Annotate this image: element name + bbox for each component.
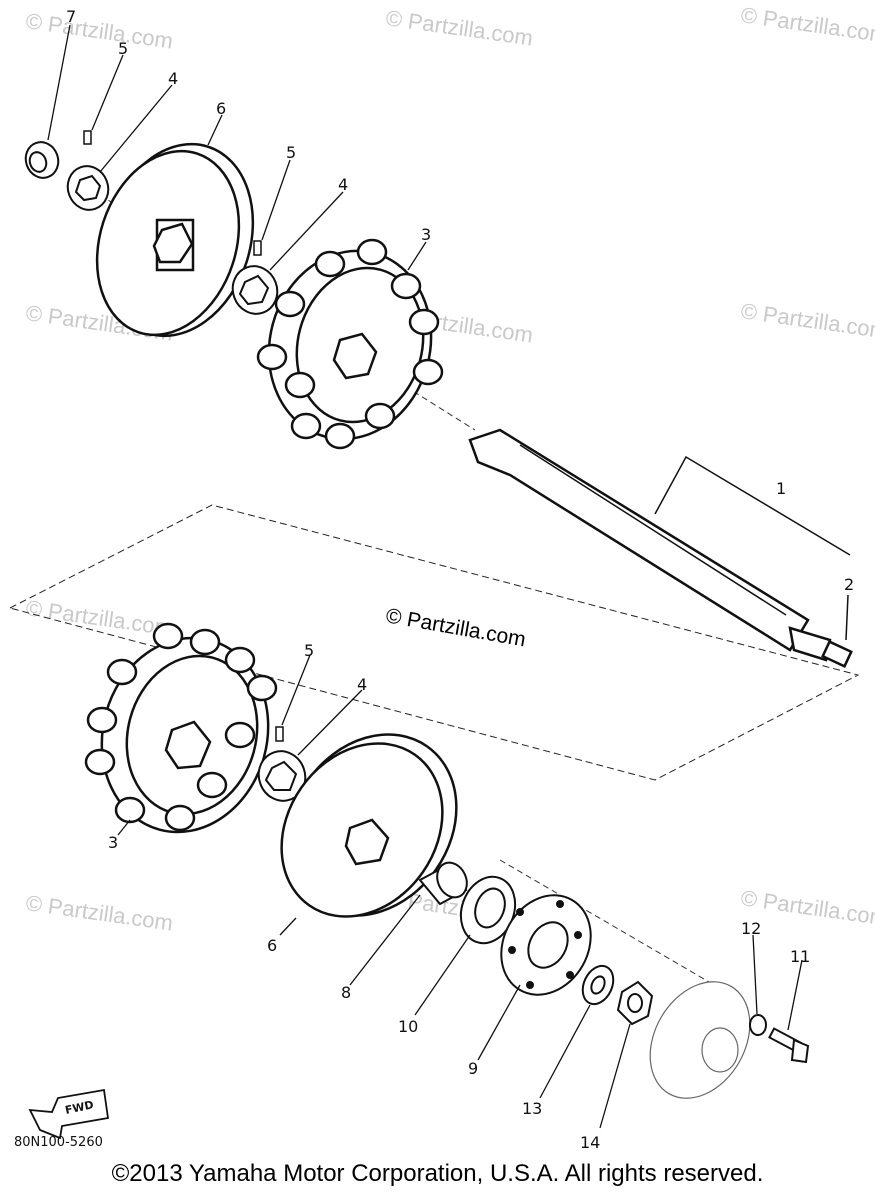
callout-5: 5 <box>286 143 296 162</box>
watermark: © Partzilla.com <box>739 298 875 343</box>
callout-14: 14 <box>580 1133 600 1152</box>
leader-lines <box>47 24 803 1129</box>
watermark: © Partzilla.com <box>739 2 875 47</box>
collar-4-mid <box>231 265 279 315</box>
collar-4-bottom <box>257 750 307 802</box>
hub-plate <box>649 981 751 1099</box>
callout-11: 11 <box>790 947 810 966</box>
bearing-10 <box>459 875 517 945</box>
watermark: © Partzilla.com <box>24 890 174 935</box>
washer-12 <box>749 1014 767 1036</box>
bracket-1 <box>654 455 851 556</box>
sprocket-3-top <box>256 238 444 450</box>
callouts: 7 5 4 6 5 4 3 1 2 5 4 3 6 8 10 9 13 14 1… <box>66 7 854 1152</box>
sprocket-3-bottom <box>84 622 278 834</box>
flange-9 <box>500 894 592 996</box>
fwd-label: FWD <box>64 1098 95 1117</box>
diagram-code: 80N100-5260 <box>14 1135 103 1150</box>
callout-5: 5 <box>304 641 314 660</box>
callout-3: 3 <box>421 225 431 244</box>
callout-7: 7 <box>66 7 76 26</box>
pin-5-top <box>83 130 92 145</box>
callout-4: 4 <box>338 175 348 194</box>
callout-5: 5 <box>118 39 128 58</box>
leader-2 <box>845 594 849 641</box>
idler-wheel-6-top <box>95 142 255 338</box>
callout-6: 6 <box>216 99 226 118</box>
callout-10: 10 <box>398 1017 418 1036</box>
callout-2: 2 <box>844 575 854 594</box>
idler-wheel-6-bottom <box>280 733 458 918</box>
callout-13: 13 <box>522 1099 542 1118</box>
collar-4-top <box>66 165 110 211</box>
callout-1: 1 <box>776 479 786 498</box>
spacer-8 <box>418 861 468 906</box>
callout-12: 12 <box>741 919 761 938</box>
pin-5-mid <box>253 240 262 256</box>
pin-5-bottom <box>275 726 284 742</box>
center-watermark: © Partzilla.com <box>384 604 527 651</box>
dashed-outline <box>8 504 860 781</box>
washer-13 <box>581 964 615 1006</box>
callout-4: 4 <box>357 675 367 694</box>
nut-14 <box>616 980 654 1026</box>
callout-9: 9 <box>468 1059 478 1078</box>
callout-3: 3 <box>108 833 118 852</box>
drive-shaft-1 <box>468 428 853 668</box>
fwd-arrow-icon: FWD <box>28 1088 110 1140</box>
callout-6: 6 <box>267 936 277 955</box>
watermark: © Partzilla.com <box>384 5 534 50</box>
copyright-notice: ©2013 Yamaha Motor Corporation, U.S.A. A… <box>111 1160 764 1187</box>
callout-8: 8 <box>341 983 351 1002</box>
bushing-7 <box>24 141 60 179</box>
callout-4: 4 <box>168 69 178 88</box>
watermark: © Partzilla.com <box>24 8 174 53</box>
bolt-11 <box>768 1027 810 1064</box>
